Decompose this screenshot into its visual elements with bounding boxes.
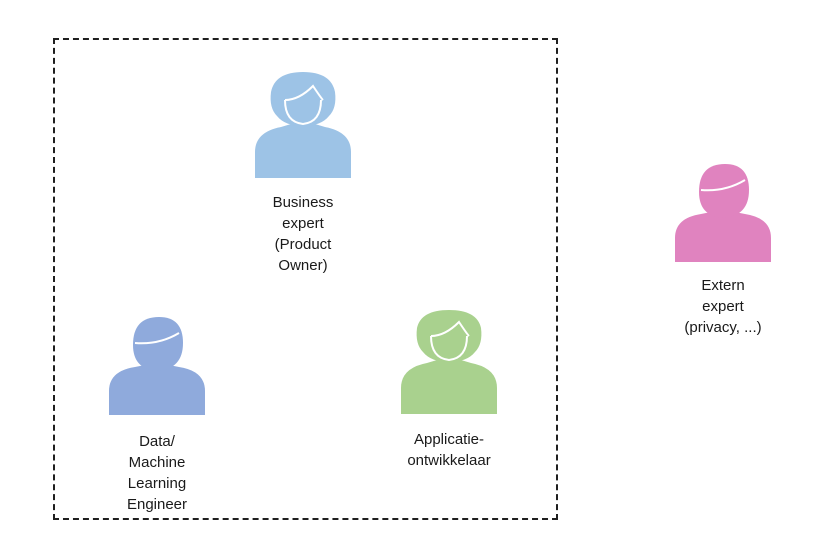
team-boundary-box [53, 38, 558, 520]
extern-expert-label: Extern expert (privacy, ...) [684, 277, 762, 336]
data-engineer-label: Data/ Machine Learning Engineer [126, 433, 188, 513]
business-expert-icon [255, 70, 351, 180]
data-engineer-icon [109, 313, 205, 417]
extern-expert-icon [675, 160, 771, 264]
business-expert-label: Business expert (Product Owner) [272, 194, 334, 274]
app-developer-label: Applicatie- ontwikkelaar [407, 431, 491, 469]
app-developer-icon [401, 308, 497, 416]
